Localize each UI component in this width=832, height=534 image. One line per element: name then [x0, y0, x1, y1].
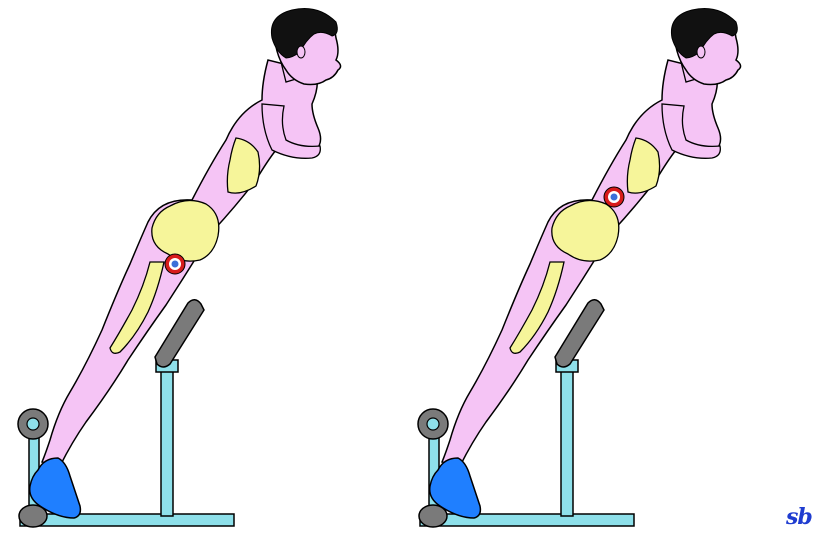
hip-pivot-marker	[165, 254, 185, 274]
lumbar-pivot-marker	[604, 187, 624, 207]
panel-right	[418, 9, 741, 528]
panel-left	[18, 9, 341, 528]
artist-signature: sb	[786, 506, 812, 528]
